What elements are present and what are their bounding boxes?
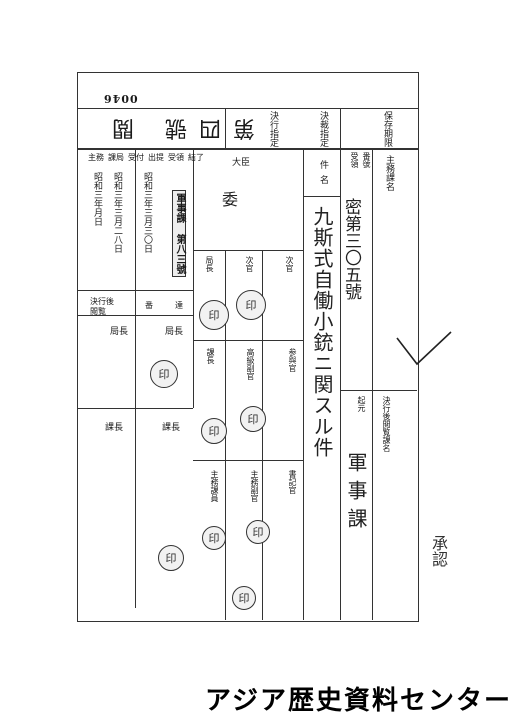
label-section-member: 主務課員 xyxy=(210,470,219,502)
label-section-chief: 課長 xyxy=(206,348,215,364)
label-bureau: 局長 xyxy=(205,256,214,272)
divider xyxy=(340,390,417,391)
bureau-chief-label-2: 局長 xyxy=(165,327,184,337)
seal-stamp: 印 xyxy=(240,406,266,432)
divider xyxy=(77,148,419,150)
label-secretary: 書記官 xyxy=(288,470,297,494)
department-name: 軍事課 xyxy=(344,452,368,536)
divider xyxy=(193,148,194,408)
divider xyxy=(340,108,341,148)
minister-seal: 委 xyxy=(222,190,239,209)
date-3: 昭和三年三月三〇日 xyxy=(142,172,152,253)
approval-designation: 決行指定 xyxy=(268,111,278,147)
divider xyxy=(77,108,419,109)
approved-mark: 承認 xyxy=(429,535,448,567)
seal-stamp: 印 xyxy=(232,586,256,610)
col-label-4: 出提 xyxy=(148,153,164,162)
volume-label: 第四號 閲 xyxy=(100,115,255,140)
col-label-1: 主務 xyxy=(88,153,104,162)
divider xyxy=(340,148,341,620)
date-1: 昭和三年月日 xyxy=(92,172,102,226)
receipt-number-label: 番號 xyxy=(362,152,371,168)
divider xyxy=(303,148,304,620)
row-label-after: 決行後 xyxy=(90,297,114,306)
seal-stamp: 印 xyxy=(236,290,266,320)
minister-label: 大臣 xyxy=(232,158,251,168)
divider xyxy=(193,460,303,461)
col-label-5: 受領 xyxy=(168,153,184,162)
row-label-view: 閲覧 xyxy=(90,307,106,316)
row-label-number: 番 xyxy=(145,301,153,310)
archive-footer: アジア歴史資料センター xyxy=(205,686,512,716)
section-chief-label-2: 課長 xyxy=(162,423,181,433)
divider xyxy=(193,340,303,341)
col-label-2: 課局 xyxy=(108,153,124,162)
seal-stamp: 印 xyxy=(202,526,226,550)
date-2: 昭和三年三月二八日 xyxy=(112,172,122,253)
document-frame xyxy=(77,72,419,622)
label-adjutant: 主務副官 xyxy=(250,470,259,502)
after-view-label: 決行後閲覧課名 xyxy=(382,396,391,452)
decision-designation: 決裁指定 xyxy=(318,111,328,147)
seal-stamp: 印 xyxy=(199,300,229,330)
check-mark-icon xyxy=(396,331,452,366)
receipt-number: 密第三〇五號 xyxy=(341,198,361,300)
divider xyxy=(135,148,136,608)
receipt-label: 受領 xyxy=(350,152,359,168)
divider xyxy=(225,108,226,148)
seal-stamp: 印 xyxy=(246,520,270,544)
subject-label: 件名 xyxy=(318,160,328,190)
seal-stamp: 印 xyxy=(201,418,227,444)
row-label-notice: 達 xyxy=(175,301,183,310)
subject-text: 九斯式自働小銃ニ関スル件 xyxy=(310,206,334,458)
divider xyxy=(193,250,303,251)
origin-label: 起元 xyxy=(357,396,366,412)
retention-label: 保存期限 xyxy=(382,111,392,147)
divider xyxy=(372,148,373,620)
label-senior-adjutant: 高級副官 xyxy=(246,348,255,380)
right-header-labels: 主務課名 xyxy=(384,155,414,196)
seal-stamp: 印 xyxy=(158,545,184,571)
label-councillor: 参與官 xyxy=(288,348,297,372)
label-vice-minister-2: 次官 xyxy=(285,256,294,272)
divider xyxy=(303,196,340,197)
col-label-3: 受付 xyxy=(128,153,144,162)
receipt-stamp: 軍事課 第八三號 xyxy=(172,190,186,277)
seal-stamp: 印 xyxy=(150,360,178,388)
divider xyxy=(262,250,263,620)
label-vice-minister: 次官 xyxy=(245,256,254,272)
col-label-6: 結了 xyxy=(188,153,204,162)
label-after-decision: 主務課名 xyxy=(384,155,394,191)
bureau-chief-label-1: 局長 xyxy=(110,327,129,337)
section-chief-label-1: 課長 xyxy=(105,423,124,433)
